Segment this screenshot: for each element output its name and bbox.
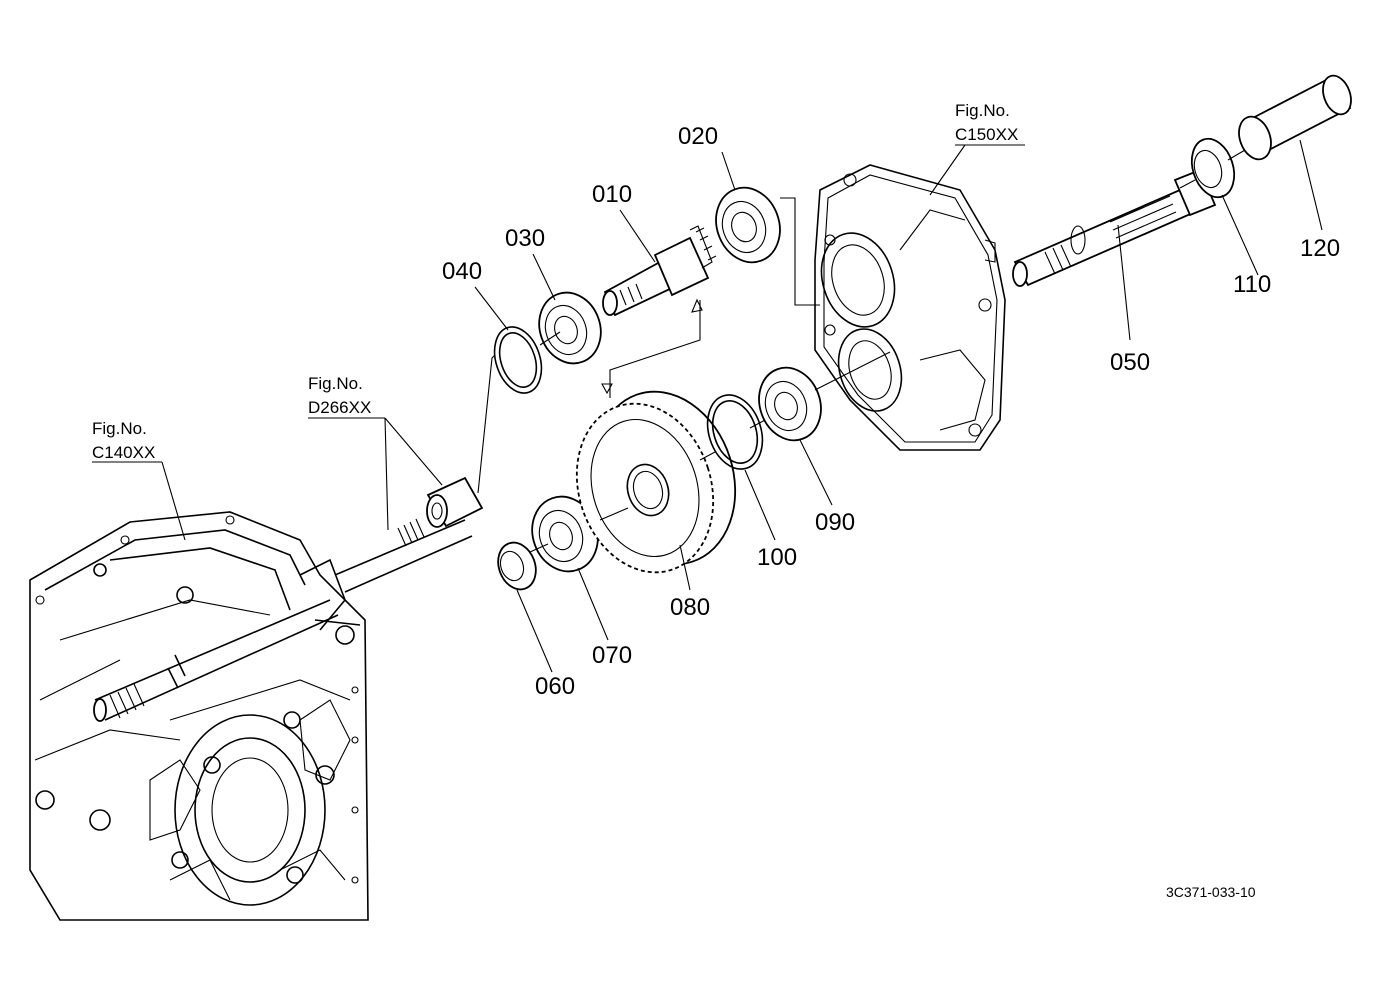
part-030-bearing (538, 291, 602, 365)
input-shaft (334, 518, 473, 593)
part-label-110[interactable]: 110 (1233, 271, 1271, 298)
part-080-gear (575, 390, 737, 574)
part-090-bearing (758, 366, 822, 442)
part-060-oil-seal (497, 541, 537, 591)
part-020-bearing (715, 186, 781, 264)
leader-lines (92, 139, 1323, 673)
part-120-sleeve (1238, 74, 1352, 161)
part-label-010[interactable]: 010 (592, 181, 632, 208)
part-label-030[interactable]: 030 (505, 225, 545, 252)
part-labels: 010 020 030 040 050 060 070 080 090 100 … (442, 123, 1340, 700)
figure-references: Fig.No. C150XX Fig.No. D266XX Fig.No. C1… (92, 101, 1018, 462)
fig-ref-caption-c140xx: Fig.No. (92, 419, 147, 438)
part-label-080[interactable]: 080 (670, 594, 710, 621)
part-label-070[interactable]: 070 (592, 642, 632, 669)
fig-ref-link-d266xx[interactable]: D266XX (308, 398, 371, 417)
fig-ref-caption-d266xx: Fig.No. (308, 374, 363, 393)
fig-ref-link-c140xx[interactable]: C140XX (92, 443, 155, 462)
fig-ref-caption-c150xx: Fig.No. (955, 101, 1010, 120)
gear-case-cover-drawing (814, 164, 1006, 451)
part-label-020[interactable]: 020 (678, 123, 718, 150)
part-label-050[interactable]: 050 (1110, 349, 1150, 376)
shaft-collar (426, 476, 484, 528)
part-label-060[interactable]: 060 (535, 673, 575, 700)
part-label-100[interactable]: 100 (757, 544, 797, 571)
drawing-number: 3C371-033-10 (1166, 884, 1256, 900)
part-050-output-shaft (1012, 168, 1217, 287)
fig-ref-link-c150xx[interactable]: C150XX (955, 125, 1018, 144)
assembly-centerlines (477, 149, 1246, 553)
part-070-bearing (531, 495, 599, 573)
transmission-case-drawing (29, 511, 369, 921)
part-label-040[interactable]: 040 (442, 258, 482, 285)
part-label-120[interactable]: 120 (1300, 235, 1340, 262)
part-label-090[interactable]: 090 (815, 509, 855, 536)
part-010-pinion-shaft (602, 225, 717, 317)
part-040-snap-ring (493, 326, 543, 394)
